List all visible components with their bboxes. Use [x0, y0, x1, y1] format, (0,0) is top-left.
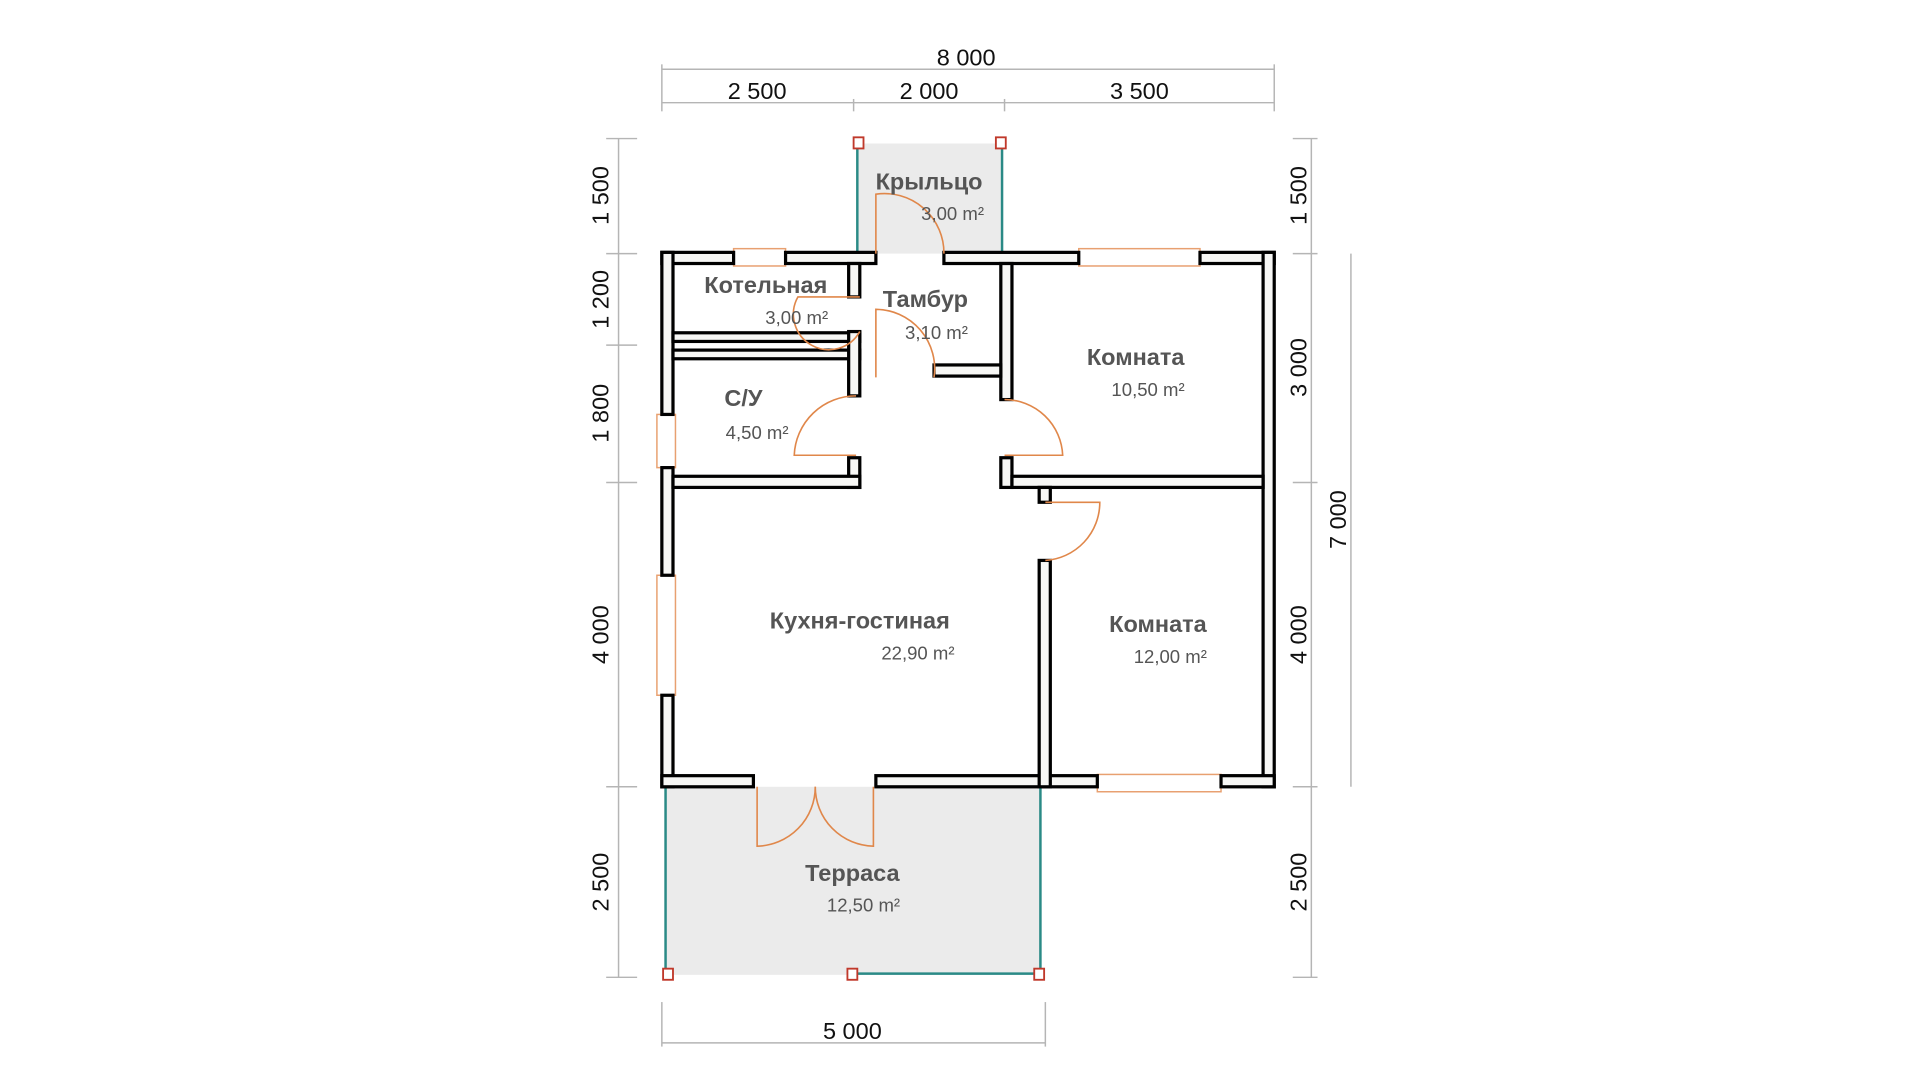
dim-left-1: 1 500 [588, 166, 614, 225]
dim-right-1: 1 500 [1285, 166, 1311, 225]
room-area-porch: 3,00 m² [921, 203, 984, 224]
room-name-terrace: Терраса [805, 860, 900, 886]
dim-right-2: 3 000 [1285, 338, 1311, 397]
room-area-vestibule: 3,10 m² [905, 322, 968, 343]
dim-right-3: 4 000 [1285, 605, 1311, 664]
post-icon [1033, 967, 1046, 981]
dim-left-2: 1 200 [588, 270, 614, 329]
room-name-kitchen: Кухня-гостиная [770, 607, 950, 633]
porch [852, 136, 1007, 254]
terrace [662, 786, 1046, 981]
dim-right-4: 2 500 [1285, 853, 1311, 912]
room-area-room1: 10,50 m² [1111, 379, 1184, 400]
room-area-terrace: 12,50 m² [827, 895, 900, 916]
dim-left-5: 2 500 [588, 853, 614, 912]
dim-top-2: 2 000 [900, 78, 959, 104]
dim-top-1: 2 500 [728, 78, 787, 104]
dimension-labels: 8 000 2 500 2 000 3 500 1 500 1 200 1 80… [588, 45, 1351, 1045]
room-name-vestibule: Тамбур [883, 286, 968, 312]
room-name-porch: Крыльцо [876, 168, 983, 194]
walls [660, 250, 1276, 789]
dim-left-4: 4 000 [588, 605, 614, 664]
dim-top-total: 8 000 [937, 45, 996, 71]
dim-right-total: 7 000 [1325, 490, 1351, 549]
post-icon [846, 967, 859, 981]
post-icon [662, 967, 674, 981]
room-name-boiler: Котельная [704, 272, 827, 298]
room-area-boiler: 3,00 m² [765, 307, 828, 328]
room-name-room2: Комната [1109, 611, 1208, 637]
room-area-kitchen: 22,90 m² [881, 642, 954, 663]
doors [756, 192, 1101, 848]
dim-top-3: 3 500 [1110, 78, 1169, 104]
dim-left-3: 1 800 [588, 384, 614, 443]
room-name-room1: Комната [1087, 344, 1186, 370]
room-name-bath: С/У [724, 385, 763, 411]
room-area-room2: 12,00 m² [1134, 646, 1207, 667]
room-area-bath: 4,50 m² [726, 422, 789, 443]
post-icon [994, 136, 1007, 150]
room-labels: Крыльцо 3,00 m² Котельная 3,00 m² Тамбур… [704, 168, 1207, 915]
dimension-lines [606, 64, 1352, 1047]
dim-bottom: 5 000 [823, 1018, 882, 1044]
post-icon [852, 136, 865, 150]
